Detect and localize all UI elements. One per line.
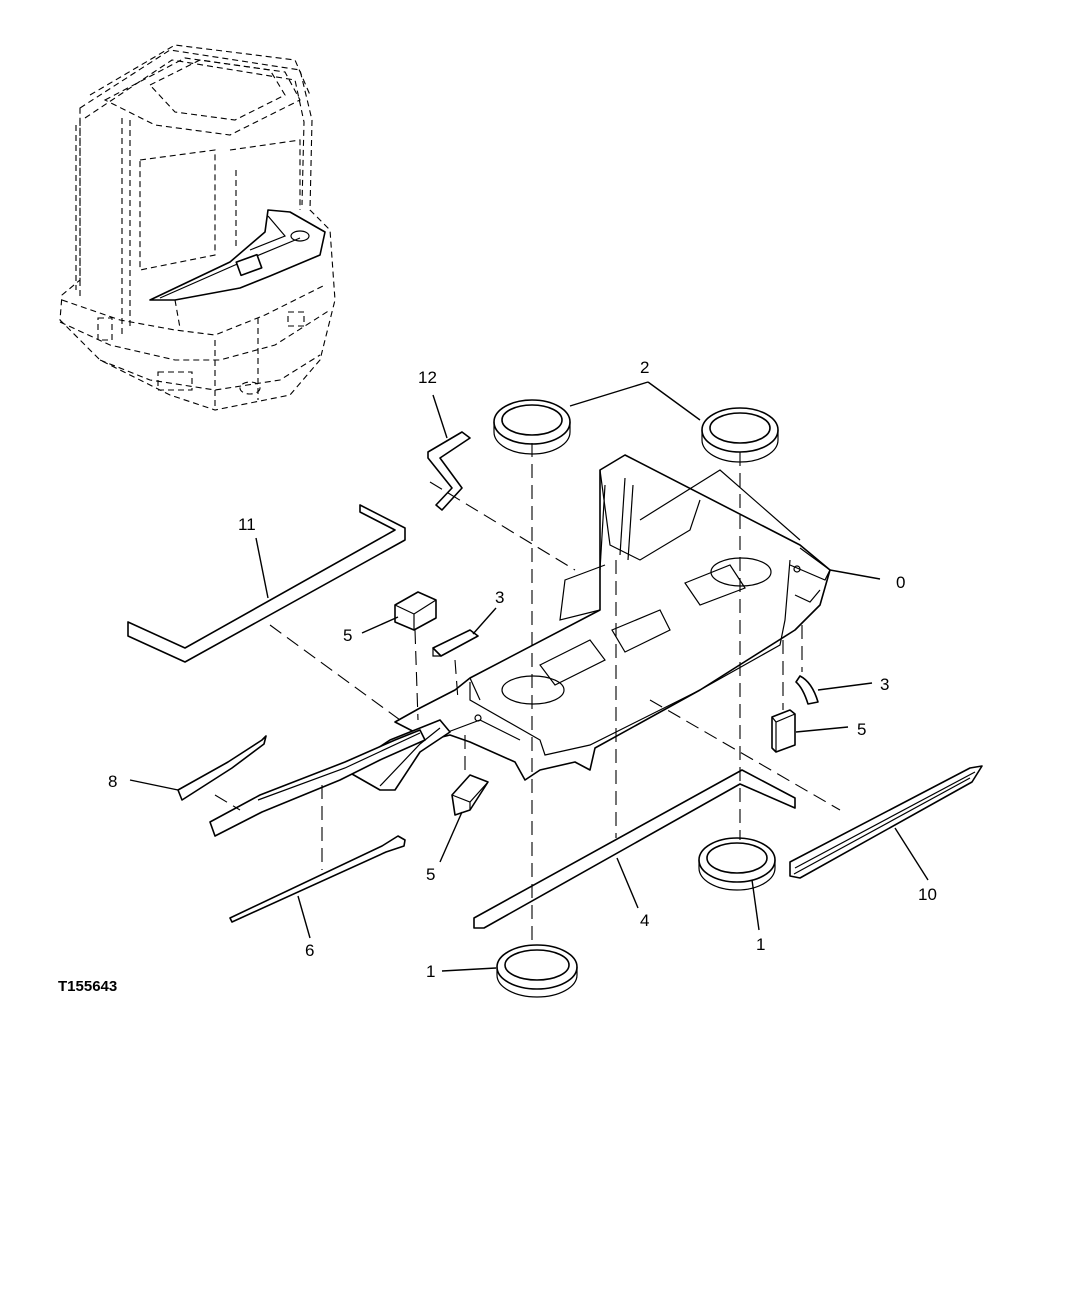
ring-seal-lower-left: [496, 944, 578, 998]
strip-8: [177, 735, 267, 801]
callout-4: 4: [640, 911, 649, 930]
callout-3-right: 3: [880, 675, 889, 694]
ring-seal-upper-left: [493, 399, 571, 455]
callout-5-right: 5: [857, 720, 866, 739]
callout-8: 8: [108, 772, 117, 791]
strip-11: [127, 504, 406, 663]
figure-id: T155643: [58, 978, 117, 995]
callout-5-lower: 5: [426, 865, 435, 884]
callout-5-upper: 5: [343, 626, 352, 645]
assembly-lines: [214, 443, 841, 945]
pad-3-right: [795, 675, 819, 705]
floor-plate: [344, 454, 831, 791]
cab-locator-illustration: [59, 44, 336, 411]
floor-extension-left: [209, 729, 426, 837]
strip-4: [473, 769, 796, 929]
block-5-lower: [451, 774, 489, 816]
leader-lines: [129, 381, 929, 972]
callout-1-center: 1: [756, 935, 765, 954]
rail-10: [789, 765, 983, 879]
callout-3-upper: 3: [495, 588, 504, 607]
callout-1-lower: 1: [426, 962, 435, 981]
callout-6: 6: [305, 941, 314, 960]
ring-seal-lower-center: [698, 837, 776, 891]
pad-3-upper: [432, 629, 479, 657]
callout-11: 11: [238, 515, 256, 534]
callout-12: 12: [418, 368, 437, 387]
bracket-12: [427, 431, 471, 511]
block-5-upper: [394, 591, 437, 631]
block-5-right: [771, 709, 796, 753]
callout-10: 10: [918, 885, 937, 904]
strip-6: [229, 835, 406, 923]
callout-labels: 2 12 11 5 3 0 3 5 8 5 6 4 1 10 1: [108, 358, 937, 981]
callout-0: 0: [896, 573, 905, 592]
callout-2: 2: [640, 358, 649, 377]
